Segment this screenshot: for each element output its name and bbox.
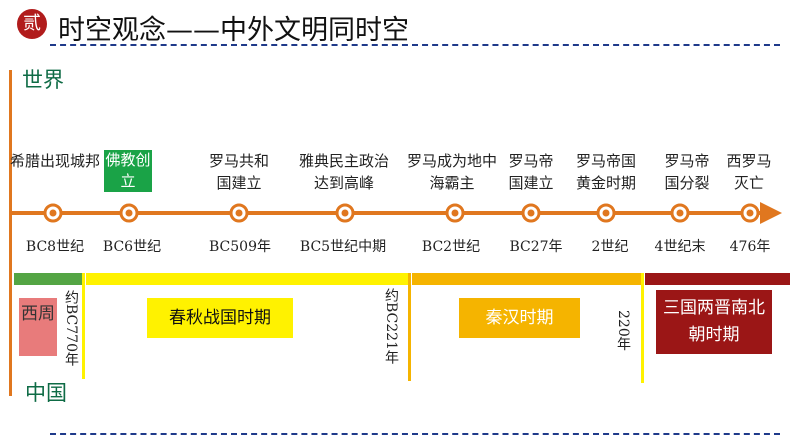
period-bar-qin-han: [412, 273, 642, 285]
event-roman-golden-age: 罗马帝国黄金时期: [575, 152, 636, 192]
timeline-dot: [670, 203, 690, 223]
event-greek-city-states: 希腊出现城邦: [10, 152, 101, 170]
event-western-rome-fall: 西罗马灭亡: [726, 152, 772, 192]
timeline-arrow-icon: [760, 202, 782, 224]
event-athenian-democracy: 雅典民主政治达到高峰: [299, 152, 390, 192]
boundary-mark: [82, 273, 85, 379]
event-date: BC5世纪中期: [299, 239, 387, 255]
timeline-dot: [335, 203, 355, 223]
boundary-label-bc221: 约BC221年: [383, 288, 399, 364]
period-spring-autumn-warring-states: 春秋战国时期: [147, 298, 293, 338]
bottom-divider: [50, 433, 780, 435]
event-date: BC27年: [509, 239, 563, 255]
period-qin-han: 秦汉时期: [459, 298, 580, 338]
period-three-kingdoms: 三国两晋南北朝时期: [656, 290, 772, 354]
vertical-axis-line: [9, 70, 12, 396]
event-date: 476年: [729, 239, 771, 255]
timeline-dot: [740, 203, 760, 223]
page-title: 时空观念——中外文明同时空: [58, 15, 409, 46]
period-bar-western-zhou: [14, 273, 83, 285]
event-date: 4世纪末: [654, 239, 706, 255]
world-timeline: [12, 211, 762, 215]
event-roman-empire: 罗马帝国建立: [508, 152, 554, 192]
event-date: 2世纪: [591, 239, 629, 255]
timeline-dot: [43, 203, 63, 223]
event-date: BC8世纪: [25, 239, 85, 255]
event-buddhism-founded: 佛教创立: [104, 150, 152, 192]
event-rome-mediterranean: 罗马成为地中海霸主: [407, 152, 498, 192]
period-western-zhou: 西周: [19, 298, 57, 356]
world-label: 世界: [22, 68, 64, 92]
timeline-dot: [445, 203, 465, 223]
timeline-dot: [521, 203, 541, 223]
event-date: BC2世纪: [421, 239, 481, 255]
event-roman-republic: 罗马共和国建立: [208, 152, 269, 192]
timeline-dot: [119, 203, 139, 223]
boundary-mark: [408, 273, 411, 381]
event-date: BC509年: [209, 239, 271, 255]
section-badge: 贰: [17, 9, 47, 39]
timeline-dot: [229, 203, 249, 223]
timeline-dot: [596, 203, 616, 223]
boundary-mark: [641, 273, 644, 383]
top-divider: [50, 44, 780, 46]
boundary-label-220: 220年: [615, 310, 631, 351]
event-roman-split: 罗马帝国分裂: [664, 152, 710, 192]
event-date: BC6世纪: [102, 239, 162, 255]
boundary-label-bc770: 约BC770年: [63, 290, 79, 366]
period-bar-three-kingdoms: [645, 273, 790, 285]
china-label: 中国: [25, 381, 67, 405]
period-bar-spring-autumn: [86, 273, 409, 285]
